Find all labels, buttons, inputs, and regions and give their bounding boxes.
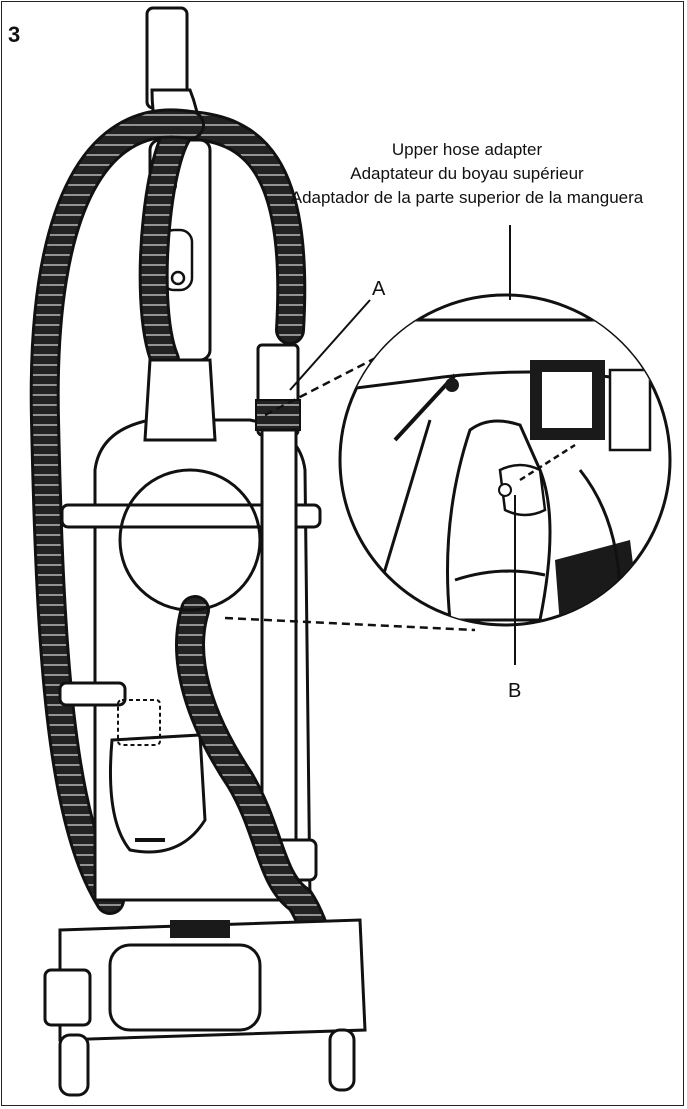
step-number: 3: [8, 22, 21, 47]
caption-spanish: Adaptador de la parte superior de la man…: [290, 188, 644, 207]
zoom-detail: [338, 293, 672, 627]
callout-b: B: [508, 680, 522, 702]
caption-french: Adaptateur du boyau supérieur: [350, 164, 584, 183]
part-caption: Upper hose adapter Adaptateur du boyau s…: [257, 138, 677, 210]
detail-locator-circle: [118, 468, 262, 612]
callout-a: A: [372, 278, 386, 300]
vacuum-base: [43, 918, 367, 1097]
caption-english: Upper hose adapter: [391, 140, 543, 159]
